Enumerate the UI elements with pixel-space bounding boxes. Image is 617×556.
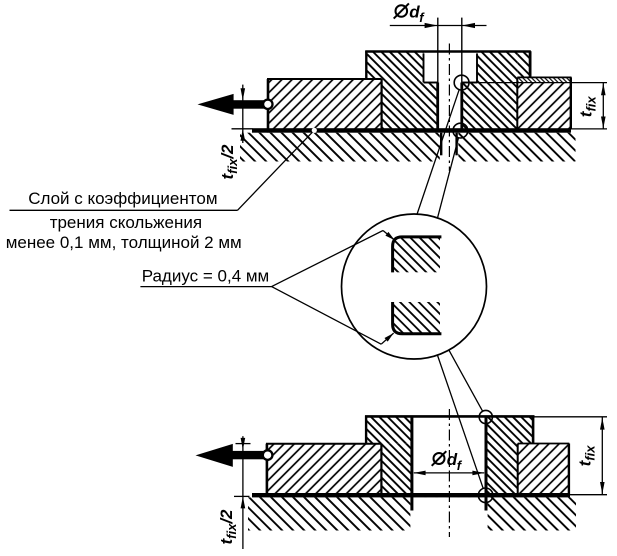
svg-text:d: d bbox=[409, 3, 420, 22]
svg-text:менее 0,1 мм, толщиной 2 мм: менее 0,1 мм, толщиной 2 мм bbox=[6, 233, 242, 252]
svg-text:f: f bbox=[457, 458, 463, 473]
svg-text:d: d bbox=[447, 450, 458, 469]
svg-text:Слой с коэффициентом: Слой с коэффициентом bbox=[28, 189, 217, 208]
svg-text:f: f bbox=[419, 10, 425, 25]
svg-text:трения скольжения: трения скольжения bbox=[50, 213, 202, 232]
svg-text:Радиус = 0,4 мм: Радиус = 0,4 мм bbox=[142, 266, 270, 285]
